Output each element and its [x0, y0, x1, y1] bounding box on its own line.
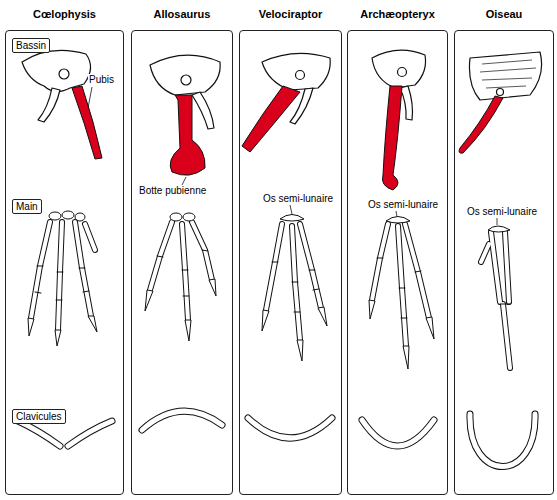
- species-name: Allosaurus: [128, 8, 236, 20]
- species-panel: Allosaurus: [131, 30, 233, 495]
- row-label-box: Bassin: [12, 38, 50, 53]
- species-name: Archæopteryx: [344, 8, 451, 20]
- species-panel: Oiseau: [454, 30, 554, 495]
- species-panel: Archæopteryx: [347, 30, 448, 495]
- part-label: Botte pubienne: [138, 185, 207, 197]
- row-label-box: Main: [12, 199, 42, 214]
- species-panel: Velociraptor: [239, 30, 342, 495]
- part-label: Os semi-lunaire: [466, 206, 538, 218]
- row-label: Main: [16, 201, 38, 212]
- part-label: Os semi-lunaire: [367, 199, 439, 211]
- species-name: Velociraptor: [236, 8, 345, 20]
- species-name: Cœlophysis: [2, 8, 127, 20]
- species-panel: CœlophysisBassinMainClavicules: [5, 30, 124, 495]
- part-label: Os semi-lunaire: [262, 193, 334, 205]
- row-label: Bassin: [16, 40, 46, 51]
- part-label: Pubis: [88, 74, 115, 86]
- species-name: Oiseau: [451, 8, 557, 20]
- row-label: Clavicules: [16, 411, 62, 422]
- row-label-box: Clavicules: [12, 409, 66, 424]
